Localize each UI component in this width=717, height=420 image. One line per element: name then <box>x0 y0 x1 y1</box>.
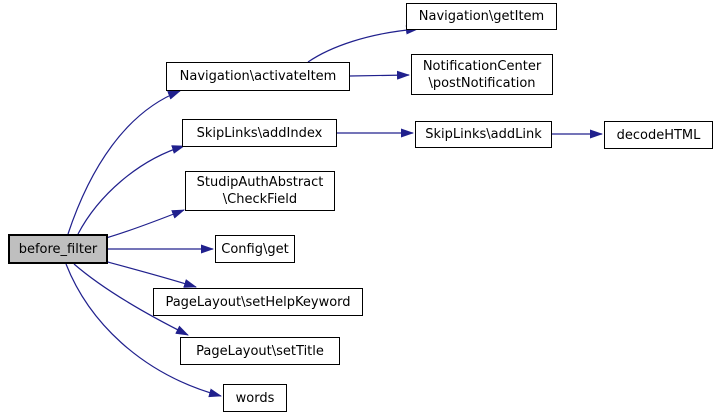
edge-before-filter-to-navigation-activateitem <box>67 90 181 235</box>
node-studipauthabstract-checkfield[interactable]: StudipAuthAbstract \CheckField <box>185 171 335 211</box>
node-words[interactable]: words <box>223 384 287 412</box>
node-skiplinks-addlink[interactable]: SkipLinks\addLink <box>415 121 552 148</box>
node-pagelayout-settitle[interactable]: PageLayout\setTitle <box>180 337 340 365</box>
edge-before-filter-to-pagelayout-sethelpkeyword <box>103 260 197 288</box>
edge-navigation-activateitem-to-navigation-getitem <box>307 25 419 63</box>
edge-before-filter-to-words <box>65 263 222 398</box>
node-navigation-activateitem[interactable]: Navigation\activateItem <box>166 62 350 91</box>
edge-navigation-activateitem-to-notificationcenter-postnotification <box>349 70 410 80</box>
node-skiplinks-addindex[interactable]: SkipLinks\addIndex <box>182 119 337 147</box>
node-pagelayout-sethelpkeyword[interactable]: PageLayout\setHelpKeyword <box>153 288 363 316</box>
edge-before-filter-to-studipauthabstract-checkfield <box>105 209 185 239</box>
node-config-get[interactable]: Config\get <box>215 235 295 263</box>
node-navigation-getitem[interactable]: Navigation\getItem <box>406 3 557 30</box>
node-before-filter: before_filter <box>8 234 108 264</box>
node-notificationcenter-postnotification[interactable]: NotificationCenter \postNotification <box>411 54 553 95</box>
edge-before-filter-to-skiplinks-addindex <box>77 145 185 235</box>
node-decodehtml[interactable]: decodeHTML <box>604 121 713 149</box>
edge-before-filter-to-pagelayout-settitle <box>73 263 189 336</box>
